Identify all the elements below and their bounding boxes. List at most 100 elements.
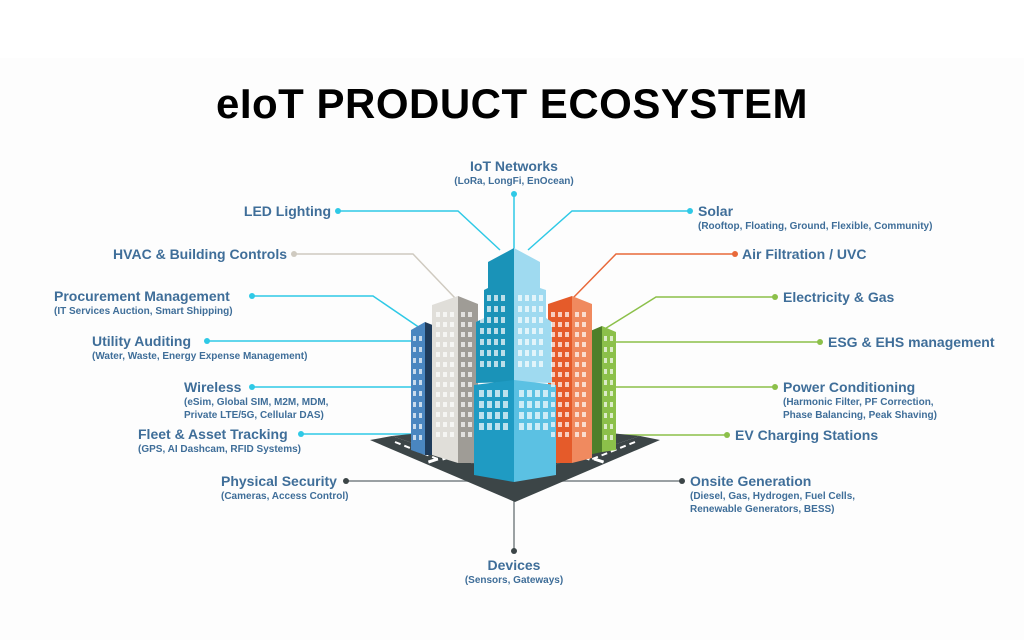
- label-onsite-generation: Onsite Generation (Diesel, Gas, Hydrogen…: [690, 473, 855, 516]
- label-sub: (LoRa, LongFi, EnOcean): [454, 176, 574, 187]
- window: [468, 422, 472, 427]
- window: [551, 422, 555, 427]
- window: [558, 352, 562, 357]
- window: [413, 336, 416, 341]
- window: [436, 382, 440, 387]
- label-devices: Devices (Sensors, Gateways): [414, 557, 614, 587]
- window: [468, 392, 472, 397]
- dot-air-filtration: [732, 251, 738, 257]
- window: [419, 380, 422, 385]
- window: [450, 322, 454, 327]
- window: [551, 332, 555, 337]
- label-heading: IoT Networks: [470, 158, 558, 174]
- window: [582, 372, 586, 377]
- label-heading: Physical Security: [221, 473, 337, 489]
- window: [525, 328, 529, 334]
- window: [468, 362, 472, 367]
- window: [479, 412, 484, 419]
- window: [503, 401, 508, 408]
- window: [551, 342, 555, 347]
- label-heading: Wireless: [184, 379, 242, 395]
- label-sub: Renewable Generators, BESS): [690, 504, 835, 515]
- window: [487, 423, 492, 430]
- window: [551, 432, 555, 437]
- window: [582, 382, 586, 387]
- label-sub: (IT Services Auction, Smart Shipping): [54, 306, 233, 317]
- building-gray: [432, 296, 478, 463]
- label-heading: ESG & EHS management: [828, 334, 995, 350]
- window: [461, 372, 465, 377]
- window: [450, 402, 454, 407]
- label-ev-charging: EV Charging Stations: [735, 427, 878, 444]
- window: [565, 382, 569, 387]
- window: [494, 328, 498, 334]
- window: [494, 317, 498, 323]
- window: [480, 361, 484, 367]
- dot-utility-auditing: [204, 338, 210, 344]
- window: [551, 412, 555, 417]
- window: [413, 347, 416, 352]
- window: [575, 352, 579, 357]
- connector-air-filtration: [572, 253, 735, 299]
- window: [487, 350, 491, 356]
- window: [551, 312, 555, 317]
- window: [565, 392, 569, 397]
- window: [419, 435, 422, 440]
- label-esg: ESG & EHS management: [828, 334, 995, 351]
- window: [419, 424, 422, 429]
- dot-devices: [511, 548, 517, 554]
- label-heading: EV Charging Stations: [735, 427, 879, 443]
- window: [610, 358, 613, 363]
- window: [501, 350, 505, 356]
- dot-iot-networks: [511, 191, 517, 197]
- window: [565, 332, 569, 337]
- window: [558, 312, 562, 317]
- label-heading: Fleet & Asset Tracking: [138, 426, 288, 442]
- window: [582, 362, 586, 367]
- window: [575, 422, 579, 427]
- window: [535, 412, 540, 419]
- window: [519, 423, 524, 430]
- window: [461, 362, 465, 367]
- window: [413, 413, 416, 418]
- label-physical-security: Physical Security (Cameras, Access Contr…: [221, 473, 348, 503]
- window: [487, 339, 491, 345]
- window: [443, 342, 447, 347]
- window: [501, 361, 505, 367]
- window: [604, 402, 607, 407]
- label-heading: Solar: [698, 203, 734, 219]
- label-sub: (Water, Waste, Energy Expense Management…: [92, 351, 308, 362]
- label-power-conditioning: Power Conditioning (Harmonic Filter, PF …: [783, 379, 937, 422]
- window: [582, 402, 586, 407]
- window: [443, 432, 447, 437]
- window: [461, 392, 465, 397]
- window: [604, 369, 607, 374]
- window: [443, 392, 447, 397]
- window: [575, 342, 579, 347]
- window: [468, 342, 472, 347]
- window: [565, 432, 569, 437]
- window: [494, 306, 498, 312]
- label-sub: Private LTE/5G, Cellular DAS): [184, 410, 324, 421]
- window: [582, 322, 586, 327]
- window: [532, 295, 536, 301]
- window: [413, 369, 416, 374]
- window: [575, 312, 579, 317]
- dot-wireless: [249, 384, 255, 390]
- window: [487, 317, 491, 323]
- label-heading: Procurement Management: [54, 288, 230, 304]
- label-air-filtration: Air Filtration / UVC: [742, 246, 866, 263]
- window: [532, 361, 536, 367]
- window: [480, 295, 484, 301]
- window: [575, 322, 579, 327]
- window: [527, 401, 532, 408]
- window: [480, 317, 484, 323]
- window: [461, 382, 465, 387]
- building-windows: [413, 295, 613, 440]
- window: [480, 339, 484, 345]
- window: [575, 392, 579, 397]
- window: [551, 392, 555, 397]
- window: [450, 382, 454, 387]
- window: [582, 392, 586, 397]
- window: [604, 413, 607, 418]
